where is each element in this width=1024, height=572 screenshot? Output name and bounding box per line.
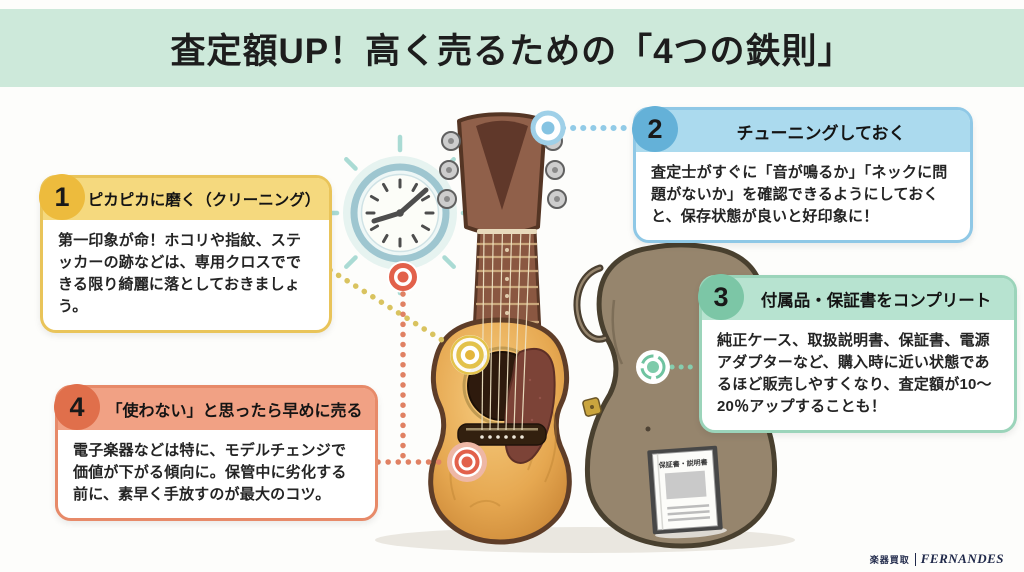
tip-card-4-header: 4 「使わない」と思ったら早めに売る bbox=[54, 384, 375, 430]
tip-body-text: 純正ケース、取扱説明書、保証書、電源アダプターなど、購入時に近い状態であるほど販… bbox=[717, 332, 992, 416]
tip-body-text: 査定士がすぐに「音が鳴るか」「ネックに問題がないか」を確認できるようにしておくと… bbox=[651, 164, 948, 226]
brand-name: FERNANDES bbox=[920, 551, 1004, 566]
warranty-booklet-icon: 保証書・説明書 bbox=[647, 445, 727, 539]
tip-title: ピカピカに磨く（クリーニング） bbox=[87, 192, 321, 209]
tip-number-badge: 4 bbox=[54, 384, 100, 430]
tip1-target-marker bbox=[450, 335, 490, 375]
tip-card-4-sell-early: 4 「使わない」と思ったら早めに売る 電子楽器などは特に、モデルチェンジで価値が… bbox=[54, 384, 378, 522]
brand-divider bbox=[914, 552, 916, 566]
acoustic-guitar-icon bbox=[428, 112, 572, 545]
tip-title: チューニングしておく bbox=[736, 123, 906, 143]
brand-jp-label: 楽器買取 bbox=[869, 554, 910, 565]
tip-card-2-header: 2 チューニングしておく bbox=[632, 106, 970, 152]
tip-card-3-header: 3 付属品・保証書をコンプリート bbox=[698, 274, 1014, 320]
connector-tip1 bbox=[327, 267, 448, 345]
tip-card-2-tuning: 2 チューニングしておく 査定士がすぐに「音が鳴るか」「ネックに問題がないか」を… bbox=[632, 106, 973, 244]
tip-number-badge: 1 bbox=[39, 174, 85, 220]
tip4-target-marker bbox=[447, 442, 487, 482]
tuner-pegs bbox=[437, 131, 567, 209]
tip-card-3-accessories: 3 付属品・保証書をコンプリート 純正ケース、取扱説明書、保証書、電源アダプター… bbox=[698, 274, 1017, 434]
connector-lines bbox=[327, 125, 698, 465]
page-title: 査定額UP！高く売るための「4つの鉄則」 bbox=[170, 31, 854, 71]
tip-body-text: 電子楽器などは特に、モデルチェンジで価値が下がる傾向に。保管中に劣化する前に、素… bbox=[73, 442, 347, 504]
fernandes-logo: 楽器買取 FERNANDES bbox=[870, 551, 1004, 567]
tip-title: 付属品・保証書をコンプリート bbox=[760, 292, 992, 310]
tip-number-badge: 2 bbox=[632, 106, 678, 152]
tip2-target-marker bbox=[530, 110, 566, 146]
tip3-target-marker bbox=[636, 350, 670, 384]
clock-icon bbox=[321, 134, 479, 296]
tip-number-badge: 3 bbox=[698, 274, 744, 320]
header-banner: 査定額UP！高く売るための「4つの鉄則」 bbox=[0, 9, 1024, 87]
tip4-anchor-marker bbox=[387, 261, 419, 293]
tip-card-1-cleaning: 1 ピカピカに磨く（クリーニング） 第一印象が命！ホコリや指紋、ステッカーの跡な… bbox=[39, 174, 332, 334]
tip-card-1-header: 1 ピカピカに磨く（クリーニング） bbox=[39, 174, 329, 220]
tip-body-text: 第一印象が命！ホコリや指紋、ステッカーの跡などは、専用クロスでできる限り綺麗に落… bbox=[58, 232, 302, 316]
tip-title: 「使わない」と思ったら早めに売る bbox=[106, 403, 363, 420]
